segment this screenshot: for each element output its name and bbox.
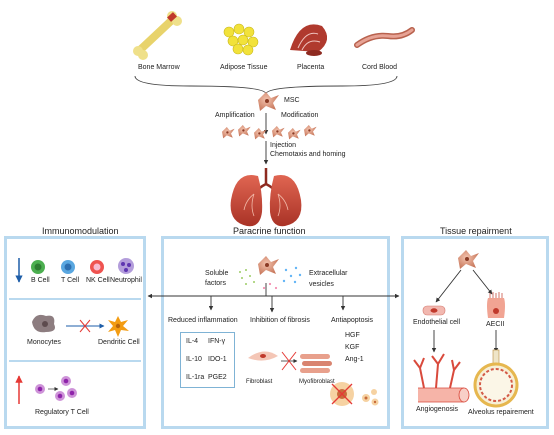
paracrine-msc-icon (239, 256, 302, 290)
label-factors: factors (205, 280, 227, 287)
cytokine-il1ra: IL-1ra (186, 374, 205, 381)
placenta-icon (290, 24, 328, 56)
neutrophil-icon (118, 258, 134, 274)
nk-cell-icon (90, 260, 104, 274)
sources-brace (134, 75, 398, 95)
label-placenta: Placenta (297, 64, 325, 71)
aecii-icon (487, 292, 505, 318)
cytokine-ido1: IDO-1 (208, 356, 227, 363)
label-alveolus-repairement: Alveolus repairement (468, 409, 534, 416)
immuno-divider-1 (9, 298, 141, 300)
lungs-icon (230, 168, 302, 227)
msc-cell-icon (258, 92, 279, 111)
cytokine-pge2: PGE2 (208, 374, 227, 381)
t-cell-icon (61, 260, 75, 274)
cord-blood-icon (354, 27, 415, 48)
title-tissue-repairment: Tissue repairment (440, 226, 512, 236)
label-endothelial-cell: Endothelial cell (413, 319, 461, 326)
label-reduced-inflammation: Reduced inflammation (168, 317, 238, 324)
angiogenesis-icon (413, 353, 470, 403)
label-soluble: Soluble (205, 270, 229, 277)
myofibroblast-icon (300, 354, 332, 373)
label-fibroblast: Fibroblast (246, 379, 273, 385)
label-nk-cell: NK Cell (86, 277, 110, 284)
cytokine-ifn: IFN-γ (208, 338, 226, 345)
alveolus-icon (473, 349, 519, 408)
label-antiapoptosis: Antiapoptosis (331, 317, 374, 324)
label-adipose-tissue: Adipose Tissue (220, 64, 268, 71)
label-dendritic-cell: Dendritic Cell (98, 339, 140, 346)
label-chemotaxis: Chemotaxis and homing (270, 151, 346, 158)
factor-kgf: KGF (345, 344, 360, 351)
cytokine-il4: IL-4 (186, 338, 199, 345)
label-monocytes: Monocytes (27, 339, 61, 346)
regulatory-t-cell-icon (35, 376, 77, 401)
immuno-divider-2 (9, 360, 141, 362)
title-paracrine: Paracrine function (233, 226, 306, 236)
label-extracellular: Extracellular (309, 270, 348, 277)
label-vesicles: vesicles (309, 281, 334, 288)
label-aecii: AECII (486, 321, 505, 328)
label-amplification: Amplification (215, 112, 255, 119)
factor-ang1: Ang-1 (345, 356, 364, 363)
cytokine-box (180, 332, 235, 388)
label-regulatory-t-cell: Regulatory T Cell (35, 409, 89, 416)
apoptotic-cell-icon (330, 382, 379, 406)
label-cord-blood: Cord Blood (362, 64, 398, 71)
title-immunomodulation: Immunomodulation (42, 226, 119, 236)
repair-msc-icon (458, 250, 479, 269)
label-msc: MSC (284, 97, 300, 104)
monocyte-icon (32, 314, 55, 333)
factor-hgf: HGF (345, 332, 360, 339)
endothelial-cell-icon (422, 305, 446, 316)
cytokine-il10: IL-10 (186, 356, 202, 363)
adipose-tissue-icon (223, 23, 259, 56)
fibroblast-icon (248, 351, 278, 361)
label-modification: Modification (281, 112, 319, 119)
label-bone-marrow: Bone Marrow (138, 64, 180, 71)
label-b-cell: B Cell (31, 277, 50, 284)
b-cell-icon (31, 260, 45, 274)
amplified-msc-cells (222, 125, 317, 140)
label-myofibroblast: Myofibroblast (299, 379, 335, 385)
label-neutrophil: Neutrophil (110, 277, 142, 284)
bone-marrow-icon (133, 11, 182, 60)
dendritic-cell-icon (108, 316, 129, 337)
label-angiogenosis: Angiogenosis (416, 406, 459, 413)
label-t-cell: T Cell (61, 277, 80, 284)
label-inhibition-of-fibrosis: Inhibition of fibrosis (250, 317, 310, 324)
label-injection: Injection (270, 142, 297, 149)
